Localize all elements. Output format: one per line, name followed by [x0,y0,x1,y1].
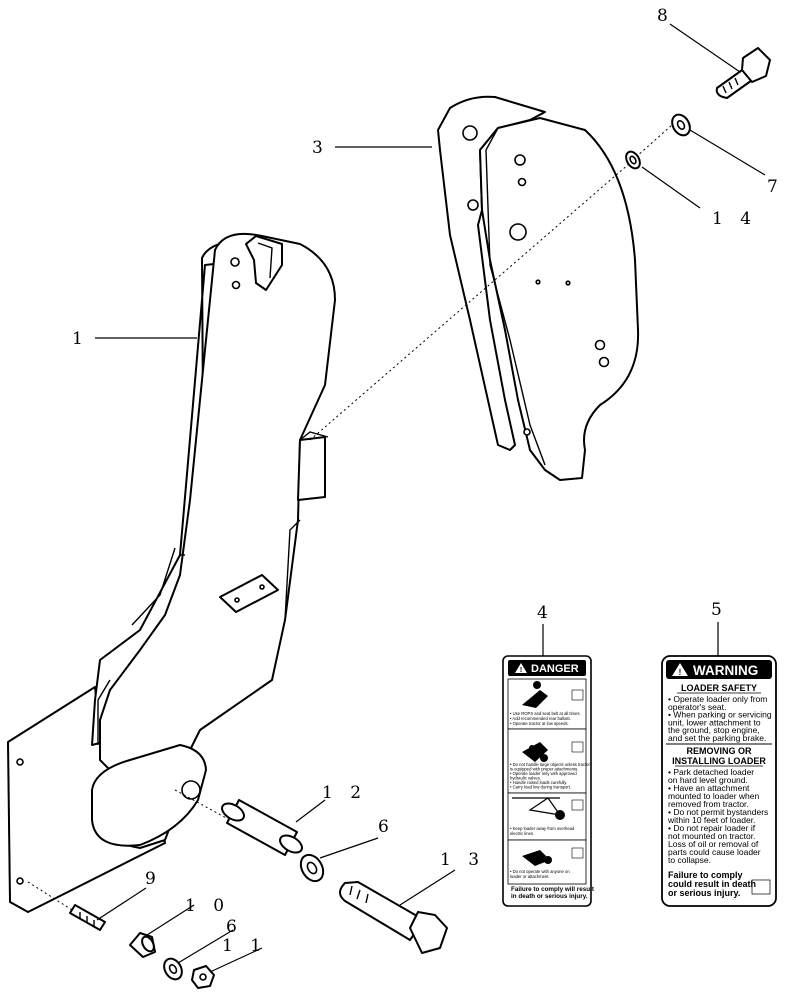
danger-section1-line: • Add recommended rear ballast. [510,716,571,721]
callout-labels: 1 3 4 5 6 6 7 8 9 1 0 1 1 1 2 1 3 1 4 [72,6,784,956]
danger-section1-line: • Operate tractor at low speeds. [510,721,569,726]
warning-safety-item: the ground, stop engine, [668,725,760,735]
part-11-nut [191,965,215,989]
danger-section2-line: hydraulic valves. [510,776,541,781]
callout-7: 7 [767,177,784,197]
warning-footer-line1: Failure to comply [668,870,743,880]
warning-removal-item: to collapse. [668,855,711,865]
part-3-bracket [437,95,640,481]
warning-removal-item: mounted to loader when [668,791,759,801]
callout-14: 1 4 [712,209,757,229]
danger-footer-line1: Failure to comply will result [511,886,595,893]
part-7-washer [671,113,691,137]
part-14-lockwasher [625,150,641,170]
danger-section4-line: loader or attachment. [510,874,550,879]
warning-safety-item: and set the parking brake. [668,733,766,743]
danger-section2-line: • Handle raised loads carefully. [510,780,567,785]
warning-title2-line1: REMOVING OR [686,746,752,756]
callout-6-lower: 6 [226,917,243,937]
danger-footer-line2: in death or serious injury. [511,893,588,900]
warning-removal-item: • Park detached loader [668,767,754,777]
part-8-bolt [715,47,771,99]
callout-9: 9 [145,869,162,889]
callout-6-upper: 6 [378,817,395,837]
warning-removal-item: parts could cause loader [668,847,761,857]
warning-removal-item: within 10 feet of loader. [667,815,755,825]
danger-section4-line: • Do not operate with anyone on [510,869,570,874]
danger-section2-line: is equipped with proper attachments. [510,767,578,772]
part-10-cap [129,932,156,958]
danger-section2-line: • Do not handle large objects unless tra… [510,762,591,767]
assembly-line-dotted [309,124,673,441]
warning-removal-item: • Do not permit bystanders [668,807,768,817]
warning-removal-item: not mounted on tractor. [668,831,755,841]
danger-section2-line: • Operate loader only with approved [510,771,577,776]
warning-title-loader-safety: LOADER SAFETY [681,683,757,693]
callout-10: 1 0 [185,896,230,916]
warning-removal-item: • Have an attachment [668,783,750,793]
part-13-bolt [339,881,448,954]
callout-11: 1 1 [222,936,267,956]
decal-5-warning: ! WARNING LOADER SAFETY • Operate loader… [661,655,777,907]
warning-title2-line2: INSTALLING LOADER [672,756,766,766]
danger-section3-line: electric lines. [510,831,534,836]
warning-safety-item: unit, lower attachment to [668,717,761,727]
callout-5: 5 [711,600,728,620]
warning-removal-item: • Do not repair loader if [668,823,756,833]
warning-safety-item: • Operate loader only from [668,694,767,704]
warning-removal-item: removed from tractor. [668,799,749,809]
part-6-washer-upper [299,853,325,883]
part-9-stud [69,904,106,931]
callout-12: 1 2 [322,783,367,803]
callout-4: 4 [537,603,554,623]
danger-section2-line: • Carry load low during transport. [510,785,571,790]
svg-text:!: ! [520,667,522,674]
danger-section3-line: • Keep loader away from overhead [510,826,575,831]
part-12-pin [221,799,303,856]
warning-footer-line3: or serious injury. [668,888,740,898]
decal-4-danger: ! DANGER • Use ROPS and seat belt at all… [502,655,595,907]
leader-lines [95,23,766,973]
danger-header: DANGER [531,663,579,675]
warning-safety-item: • When parking or servicing [668,710,772,720]
warning-removal-item: on hard level ground. [668,775,748,785]
warning-footer-line2: could result in death [668,879,756,889]
danger-section1-line: • Use ROPS and seat belt at all times. [510,711,581,716]
callout-13: 1 3 [440,850,485,870]
part-6-washer-lower [163,957,183,981]
svg-text:!: ! [679,668,682,677]
warning-removal-item: Loss of oil or removal of [668,839,759,849]
warning-header: WARNING [693,663,758,678]
callout-1: 1 [72,329,89,349]
callout-3: 3 [312,138,329,158]
part-1-upright [7,232,336,913]
callout-8: 8 [657,6,674,26]
warning-safety-item: operator's seat. [668,702,726,712]
